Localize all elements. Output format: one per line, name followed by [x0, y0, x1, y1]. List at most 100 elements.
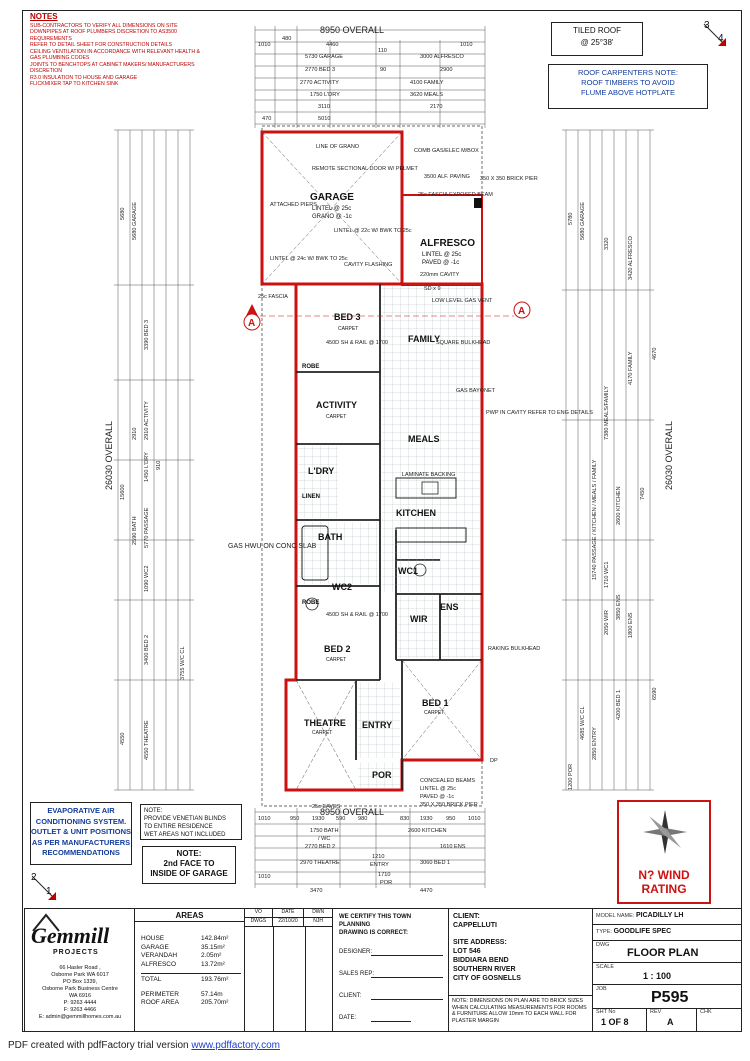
dim-text: 4685 W/C CL: [580, 706, 586, 740]
dim-text: 1450 L'DRY: [144, 452, 150, 482]
dim-text: 4200 BED 1: [616, 690, 622, 720]
type-value: GOODLIFE SPEC: [613, 928, 672, 935]
wind-line: RATING: [641, 882, 687, 896]
room-linen: LINEN: [302, 494, 320, 500]
face-note: NOTE: 2nd FACE TO INSIDE OF GARAGE: [142, 846, 236, 884]
dim-text: 2600 KITCHEN: [616, 486, 622, 525]
note-item: JOINTS TO BENCHTOPS AT CABINET MAKERS/ M…: [30, 61, 195, 75]
sheet-ref-b: 1: [46, 886, 52, 897]
note-item: FLICKMIXER TAP TO KITCHEN SINK: [30, 81, 119, 87]
dim-text: 1010: [258, 874, 270, 880]
footer-link[interactable]: www.pdffactory.com: [191, 1040, 280, 1051]
dim-text: 1750 L'DRY: [310, 92, 340, 98]
dim-text: 4670: [652, 348, 658, 360]
room-kitchen: KITCHEN: [396, 508, 436, 518]
roof-pitch: @ 25°38': [580, 38, 614, 47]
sheet-ref-b: 4: [718, 33, 724, 44]
date-label: DATE:: [339, 1015, 357, 1021]
site-street: BIDDIARA BEND: [453, 957, 509, 964]
dim-text: 1090 WC2: [144, 566, 150, 592]
sheet-ref-top: 3 4: [700, 20, 730, 50]
section-marker-left: A: [243, 304, 261, 331]
notes-block: NOTES SUB-CONTRACTORS TO VERIFY ALL DIME…: [30, 13, 210, 88]
face-line: 2nd FACE TO: [163, 859, 215, 868]
alfresco-lintel: LINTEL @ 25c: [422, 252, 461, 258]
room-bed3: BED 3: [334, 312, 361, 322]
dim-text: 2900: [440, 67, 452, 73]
dim-text: 2600 KITCHEN: [408, 828, 447, 834]
dim-text: 1750 BATH: [310, 828, 339, 834]
client-panel: CLIENT: CAPPELLUTI SITE ADDRESS: LOT 546…: [449, 909, 593, 1031]
dwg-label: DWG: [596, 942, 610, 948]
rev-value: A: [667, 1017, 674, 1027]
roof-area-value: 205.70m²: [201, 999, 229, 1006]
area-name: GARAGE: [141, 943, 169, 951]
blind-line: TO ENTIRE RESIDENCE: [144, 824, 213, 830]
room-family: FAMILY: [408, 334, 440, 344]
room-theatre: THEATRE: [304, 718, 346, 728]
footer-text: PDF created with pdfFactory trial versio…: [8, 1040, 192, 1051]
dim-text: 1010: [460, 42, 472, 48]
wind-rating-box: N? WIND RATING: [617, 800, 711, 904]
area-total-value: 193.76m²: [201, 976, 229, 983]
area-name: ALFRESCO: [141, 960, 177, 968]
dim-text: 5680 GARAGE: [580, 202, 586, 240]
title-panel: MODEL NAME: PICADILLY LH TYPE: GOODLIFE …: [593, 909, 741, 1031]
anno-sh-rail-2: 450D SH & RAIL @ 1700: [326, 612, 388, 618]
area-value: 13.72m²: [201, 960, 225, 968]
overall-top: 8950 OVERALL: [320, 25, 384, 35]
anno-laminate-backing: LAMINATE BACKING: [402, 472, 455, 478]
anno-brick-pier-2: 350 X 350 BRICK PIER: [420, 802, 478, 808]
perimeter-value: 57.14m: [201, 990, 223, 998]
room-robe: ROBE: [302, 600, 319, 606]
wind-line: N? WIND: [638, 868, 690, 882]
dim-text: 7380 MEALS/FAMILY: [604, 386, 610, 440]
activity-carpet: CARPET: [326, 414, 346, 420]
note-item: REFER TO DETAIL SHEET FOR CONSTRUCTION D…: [30, 42, 172, 48]
anno-concealed-lintel: LINTEL @ 25c: [420, 786, 456, 792]
client-name: CAPPELLUTI: [453, 922, 497, 929]
dim-text: 4100 FAMILY: [410, 80, 444, 86]
room-ldry: L'DRY: [308, 466, 334, 476]
dim-text: 5780: [568, 213, 574, 225]
room-garage: GARAGE: [310, 192, 354, 203]
area-value: 35.15m²: [201, 943, 225, 951]
anno-low-level-vent: LOW LEVEL GAS VENT: [432, 298, 493, 304]
company-panel: Gemmill PROJECTS 66 Hasler Road , Osborn…: [25, 909, 135, 1031]
bed1-carpet: CARPET: [424, 710, 444, 716]
dim-text: 4550: [120, 733, 126, 745]
dim-text: 110: [378, 48, 387, 54]
evap-line: RECOMMENDATIONS: [42, 848, 120, 857]
certify-line: DRAWING IS CORRECT:: [339, 930, 408, 936]
dim-text: 1610 ENS: [440, 844, 466, 850]
dim-text: ENTRY: [370, 862, 389, 868]
address-line: PO Box 1339,: [62, 979, 98, 985]
rev-label: REV: [650, 1009, 662, 1015]
scale-label: SCALE: [596, 964, 615, 970]
room-wc2: WC2: [332, 582, 352, 592]
dim-text: 3000 ALFRESCO: [420, 54, 464, 60]
evap-note: EVAPORATIVE AIR CONDITIONING SYSTEM. OUT…: [30, 802, 132, 865]
dim-text: 4470: [420, 888, 432, 894]
bed3-carpet: CARPET: [338, 326, 358, 332]
bed2-carpet: CARPET: [326, 657, 346, 663]
dim-text: 830: [400, 816, 409, 822]
dim-text: POR: [380, 880, 392, 886]
room-bath: BATH: [318, 532, 342, 542]
anno-brick-pier: 350 X 350 BRICK PIER: [480, 176, 538, 182]
address-line: 66 Hasler Road ,: [59, 965, 101, 971]
dim-text: 1010: [468, 816, 480, 822]
dim-text: 1210: [372, 854, 384, 860]
email: E: admin@gemmillhomes.com.au: [38, 1014, 122, 1020]
anno-gas-bayonet: GAS BAYONET: [456, 388, 496, 394]
company-sub: PROJECTS: [53, 949, 99, 956]
rev-cell: NJH: [313, 918, 324, 924]
area-name: VERANDAH: [141, 952, 178, 959]
dim-text: 1710 WC1: [604, 562, 610, 588]
rev-cell: DWGS: [245, 918, 273, 926]
area-value: 2.05m²: [201, 952, 222, 959]
sht-value: 1 OF 8: [601, 1017, 629, 1027]
anno-line-of-grano: LINE OF GRANO: [316, 144, 360, 150]
